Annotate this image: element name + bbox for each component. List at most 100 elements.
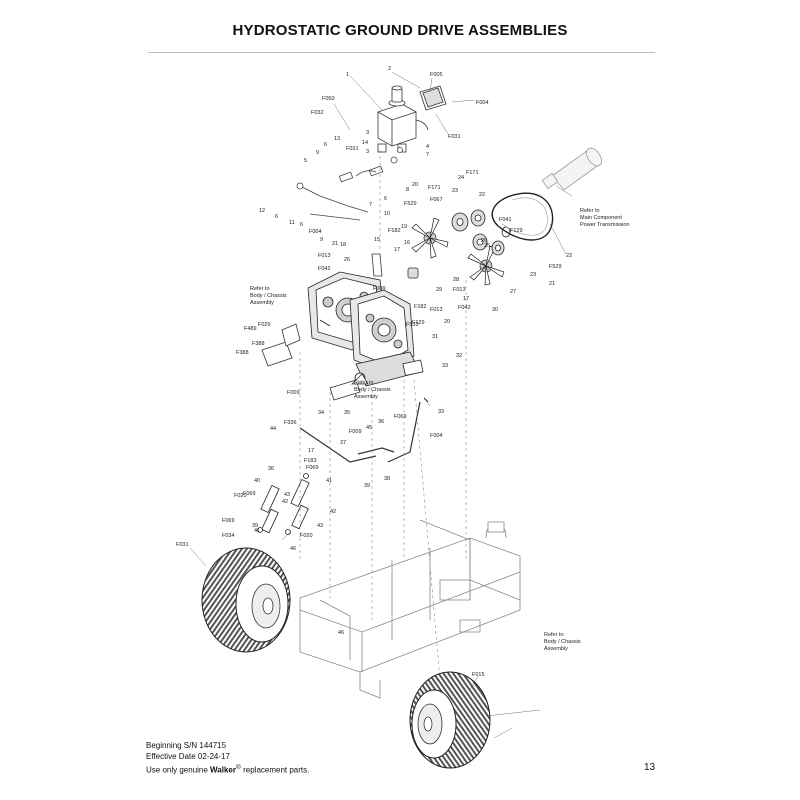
- part-callout: 41: [326, 478, 332, 484]
- part-callout: F029: [258, 322, 271, 328]
- part-callout: 34: [318, 410, 324, 416]
- part-callout: 26: [344, 257, 350, 263]
- note-body-chassis-mid: Refer to Body / Chassis Assembly: [354, 380, 392, 400]
- page-number: 13: [644, 762, 656, 773]
- part-callout: F004: [476, 100, 489, 106]
- note-body-chassis-left: Refer to Body / Chassis Assembly: [250, 286, 288, 306]
- main-component-gearbox: [541, 147, 602, 191]
- part-callout: 25: [484, 243, 490, 249]
- part-callout: F529: [404, 201, 417, 207]
- part-callout: F009: [349, 429, 362, 435]
- reservoir-tank: [377, 85, 429, 153]
- part-callout: 9: [320, 237, 323, 243]
- part-callout: F041: [499, 217, 512, 223]
- part-callout: 3: [366, 130, 369, 136]
- part-callout: 28: [453, 277, 459, 283]
- part-callout: 20: [412, 182, 418, 188]
- part-callout: 39: [252, 523, 258, 529]
- part-callout: F336: [284, 420, 297, 426]
- part-callout: 46: [338, 630, 344, 636]
- part-callout: 33: [442, 363, 448, 369]
- part-callout: 6: [275, 214, 278, 220]
- registered-mark: ®: [235, 764, 241, 771]
- hose-fittings: [296, 147, 403, 221]
- part-callout: 26: [481, 238, 487, 244]
- hydrostatic-transmission-right: [349, 289, 415, 373]
- part-callout: F529: [549, 264, 562, 270]
- tire-left: [201, 547, 291, 653]
- part-callout: F489: [244, 326, 257, 332]
- part-callout: 41: [254, 528, 260, 534]
- part-callout: 36: [268, 466, 274, 472]
- part-callout: 38: [384, 476, 390, 482]
- part-callout: 42: [282, 499, 288, 505]
- note-main-component: Refer to Main Component Power Transmissi…: [580, 208, 630, 228]
- effective-date: Effective Date 02-24-17: [146, 752, 230, 761]
- part-callout: F009: [373, 286, 386, 292]
- part-callout: F067: [430, 197, 443, 203]
- part-callout: 13: [334, 136, 340, 142]
- part-callout: 4: [426, 144, 429, 150]
- part-callout: 43: [317, 523, 323, 529]
- part-callout: 16: [404, 240, 410, 246]
- part-callout: 39: [364, 483, 370, 489]
- part-callout: 40: [254, 478, 260, 484]
- leader-lines: [189, 71, 573, 739]
- part-callout: 6: [324, 142, 327, 148]
- part-callout: F031: [448, 134, 461, 140]
- part-callout: F171: [428, 185, 441, 191]
- part-callout: F069: [394, 414, 407, 420]
- part-callout: 42: [330, 509, 336, 515]
- part-callout: F069: [243, 491, 256, 497]
- part-callout: 33: [438, 409, 444, 415]
- drive-pulleys: [451, 209, 511, 256]
- part-callout: 23: [452, 188, 458, 194]
- part-callout: 17: [463, 296, 469, 302]
- part-callout: F171: [466, 170, 479, 176]
- note-body-chassis-right: Refer to Body / Chassis Assembly: [544, 632, 582, 652]
- part-callout: F069: [222, 518, 235, 524]
- title-divider: [148, 52, 655, 53]
- part-callout: 6: [384, 196, 387, 202]
- part-callout: 30: [492, 307, 498, 313]
- genuine-suffix: replacement parts.: [240, 765, 310, 775]
- assembly-guide-lines: [259, 150, 467, 681]
- part-callout: 35: [344, 410, 350, 416]
- part-callout: 29: [436, 287, 442, 293]
- part-callout: F388: [236, 350, 249, 356]
- part-callout: F050: [322, 96, 335, 102]
- steering-control-rods: [299, 397, 429, 463]
- cooling-fan-left: [411, 217, 449, 259]
- serial-number: Beginning S/N 144715: [146, 741, 227, 750]
- part-callout: 45: [366, 425, 372, 431]
- part-callout: 7: [369, 202, 372, 208]
- part-callout: 32: [456, 353, 462, 359]
- chassis-frame: [299, 519, 521, 699]
- footer-info: Beginning S/N 144715 Effective Date 02-2…: [146, 740, 309, 776]
- part-callout: F009: [287, 390, 300, 396]
- part-callout: 21: [332, 241, 338, 247]
- part-callout: F182: [414, 304, 427, 310]
- part-callout: F069: [306, 465, 319, 471]
- part-callout: 36: [378, 419, 384, 425]
- part-callout: 14: [362, 140, 368, 146]
- part-callout: F004: [430, 433, 443, 439]
- part-callout: 2: [388, 66, 391, 72]
- part-callout: F034: [222, 533, 235, 539]
- part-callout: 46: [290, 546, 296, 552]
- drive-belt: [491, 192, 554, 241]
- part-callout: F182: [388, 228, 401, 234]
- part-callout: F042: [318, 266, 331, 272]
- part-callout: F013: [318, 253, 331, 259]
- control-brackets: [261, 253, 419, 401]
- part-callout: 19: [401, 224, 407, 230]
- part-callout: F020: [234, 493, 247, 499]
- part-callouts: 12F005F004F050F032F0313143413F0317695812…: [176, 66, 572, 678]
- part-callout: F032: [311, 110, 324, 116]
- part-callout: F005: [430, 72, 443, 78]
- part-callout: F013: [453, 287, 466, 293]
- part-callout: F031: [346, 146, 359, 152]
- part-callout: 10: [384, 211, 390, 217]
- part-callout: 27: [510, 289, 516, 295]
- part-callout: 43: [284, 492, 290, 498]
